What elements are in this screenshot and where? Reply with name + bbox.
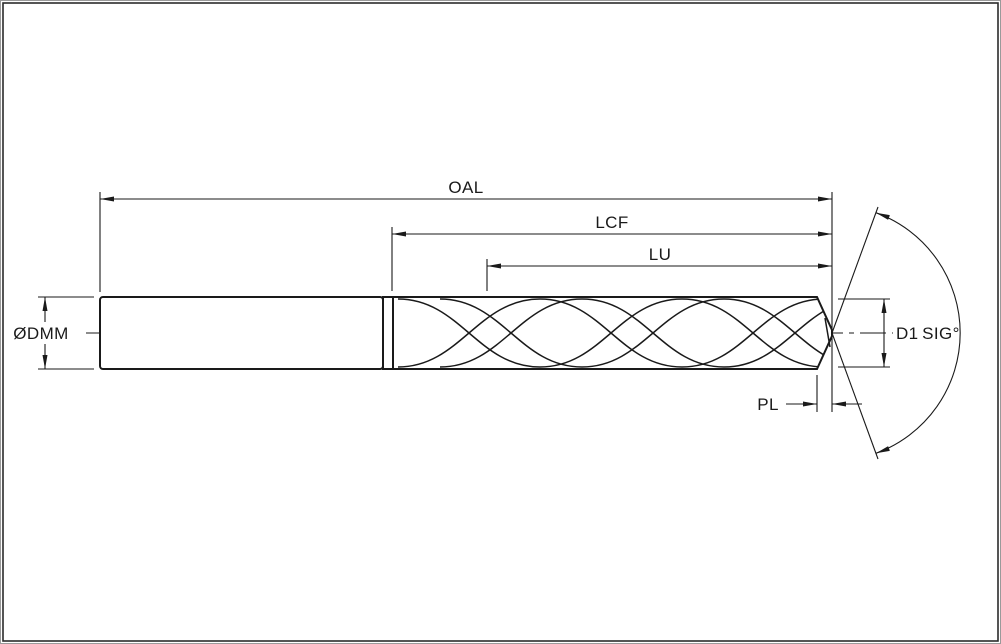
dim-overall-length: OAL <box>99 178 833 412</box>
dim-flute-length: LCF <box>391 213 832 291</box>
dim-label-dmm: ØDMM <box>13 324 68 343</box>
drill-flutes <box>397 298 832 368</box>
dim-shank-diameter: ØDMM <box>13 296 94 370</box>
flute-helix-4 <box>439 298 832 368</box>
sig-flank-upper <box>831 206 879 334</box>
dim-point-angle: SIG° <box>831 206 961 460</box>
tip-chisel-edge <box>824 317 831 348</box>
dim-label-sig: SIG° <box>922 324 960 343</box>
flute-helix-2 <box>397 298 825 368</box>
sig-angle-arc <box>875 212 961 454</box>
dim-label-lcf: LCF <box>595 213 628 232</box>
dim-point-length: PL <box>757 375 862 414</box>
drill-collar <box>382 296 394 370</box>
dim-label-pl: PL <box>757 395 779 414</box>
dim-label-d1: D1 <box>896 324 919 343</box>
dim-usable-length: LU <box>486 245 832 291</box>
drill-body-outline <box>392 296 833 370</box>
dim-label-lu: LU <box>649 245 672 264</box>
drill-shank <box>99 296 384 370</box>
sig-flank-lower <box>831 332 879 460</box>
dim-label-oal: OAL <box>448 178 483 197</box>
